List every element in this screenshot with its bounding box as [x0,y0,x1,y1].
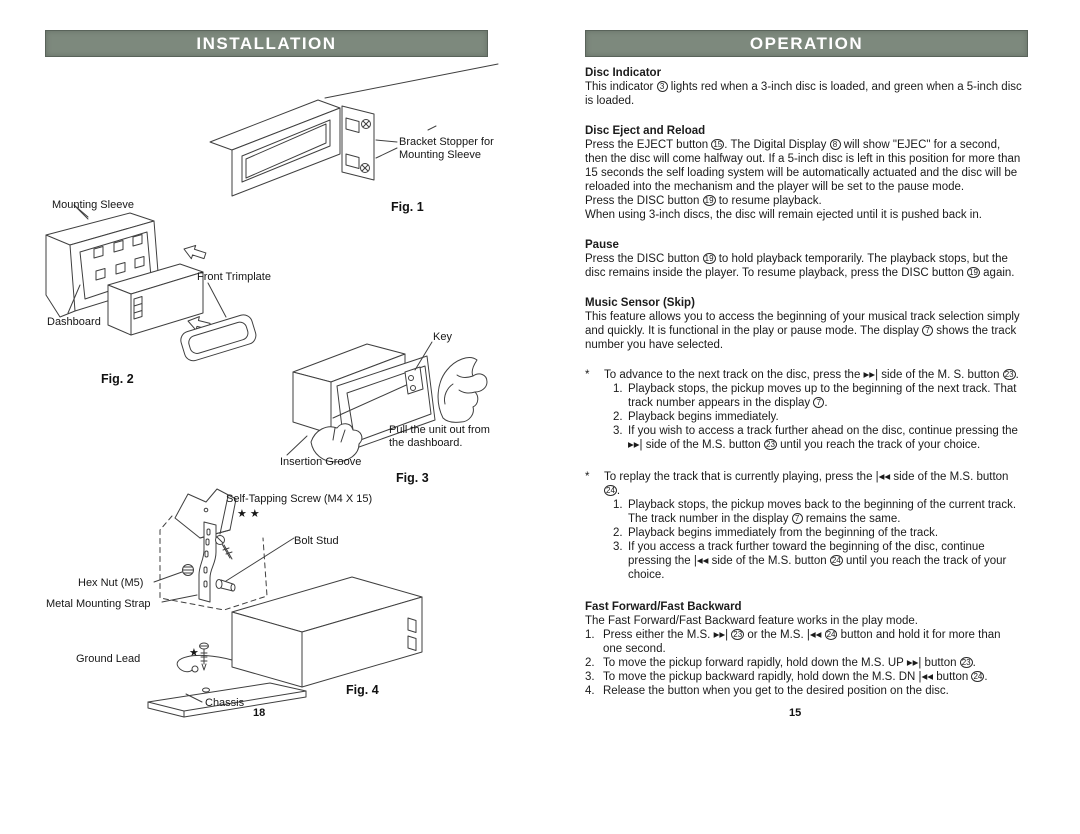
section-pause: Pause Press the DISC button 19 to hold p… [585,238,1022,280]
fig3-drawing [286,341,488,463]
installation-header-title: INSTALLATION [196,33,337,53]
fig4-label-ground-lead: Ground Lead [76,653,141,665]
fig4-stars-marks: ★ ★ [237,508,260,520]
list-item: 3. If you access a track further toward … [613,541,1007,581]
fig4-caption: Fig. 4 [346,683,379,697]
heading-music-sensor: Music Sensor (Skip) [585,297,695,309]
list-item: 1. Playback stops, the pickup moves back… [613,499,1017,525]
fig2-label-front-trimplate: Front Trimplate [197,271,271,283]
heading-disc-indicator: Disc Indicator [585,67,662,79]
list-item: 2. Playback begins immediately from the … [613,527,939,539]
heading-disc-eject-reload: Disc Eject and Reload [585,125,706,137]
section-disc-eject-reload: Disc Eject and Reload Press the EJECT bu… [585,124,1022,222]
fig4-label-metal-mounting-strap: Metal Mounting Strap [46,598,151,610]
star-bullet: * [585,369,590,381]
heading-pause: Pause [585,239,619,251]
list-item: 4. Release the button when you get to th… [585,685,949,697]
operation-header-title: OPERATION [749,33,864,53]
paragraph: When using 3-inch discs, the disc will r… [585,209,982,221]
paragraph: Press the DISC button 19 to hold playbac… [585,253,1015,279]
fig4-drawing [147,488,423,718]
star-bullet: * [585,471,590,483]
fig3-caption: Fig. 3 [396,471,429,485]
star-text: To advance to the next track on the disc… [604,369,1019,381]
star-list-advance-track: * To advance to the next track on the di… [585,368,1022,452]
fig3-label-pull-unit: Pull the unit out from the dashboard. [389,424,490,449]
list-item: 3. To move the pickup backward rapidly, … [585,671,988,683]
fig1-caption: Fig. 1 [391,200,424,214]
fig1-drawing [209,63,499,197]
fig3-label-insertion-groove: Insertion Groove [280,456,362,468]
fig3-label-key: Key [433,331,452,343]
heading-fast-forward-backward: Fast Forward/Fast Backward [585,601,742,613]
section-fast-forward-backward: Fast Forward/Fast Backward The Fast Forw… [585,600,1022,698]
paragraph: The Fast Forward/Fast Backward feature w… [585,615,918,627]
list-item: 1. Press either the M.S. ▸▸| 23 or the M… [585,629,1001,655]
fig1-label-bracket-stopper: Bracket Stopper for Mounting Sleeve [399,136,494,161]
star-list-replay-track: * To replay the track that is currently … [585,470,1022,582]
right-page-number: 15 [789,707,802,719]
operation-header-bar: OPERATION [585,30,1028,57]
fig2-label-mounting-sleeve: Mounting Sleeve [52,199,134,211]
paragraph: Press the EJECT button 15. The Digital D… [585,139,1021,193]
fig4-label-self-tapping-screw: Self-Tapping Screw (M4 X 15) [226,493,373,505]
paragraph: This feature allows you to access the be… [585,311,1020,351]
fig2-drawing [45,204,257,362]
installation-header-bar: INSTALLATION [45,30,488,57]
list-item: 2. To move the pickup forward rapidly, h… [585,657,976,669]
left-page-number: 18 [253,707,266,719]
section-music-sensor: Music Sensor (Skip) This feature allows … [585,296,1022,352]
fig4-label-hex-nut: Hex Nut (M5) [78,577,144,589]
fig2-label-dashboard: Dashboard [47,316,101,328]
star-text: To replay the track that is currently pl… [604,471,1009,497]
list-item: 1. Playback stops, the pickup moves up t… [613,383,1017,409]
fig2-caption: Fig. 2 [101,372,134,386]
paragraph: Press the DISC button 19 to resume playb… [585,195,822,207]
fig4-star-mark: ★ [189,647,199,659]
list-item: 3. If you wish to access a track further… [613,425,1018,451]
section-disc-indicator: Disc Indicator This indicator 3 lights r… [585,66,1022,108]
operation-content: Disc Indicator This indicator 3 lights r… [585,66,1022,714]
fig4-label-bolt-stud: Bolt Stud [294,535,339,547]
paragraph: This indicator 3 lights red when a 3-inc… [585,81,1022,107]
list-item: 2. Playback begins immediately. [613,411,779,423]
fig4-label-chassis: Chassis [205,697,245,709]
